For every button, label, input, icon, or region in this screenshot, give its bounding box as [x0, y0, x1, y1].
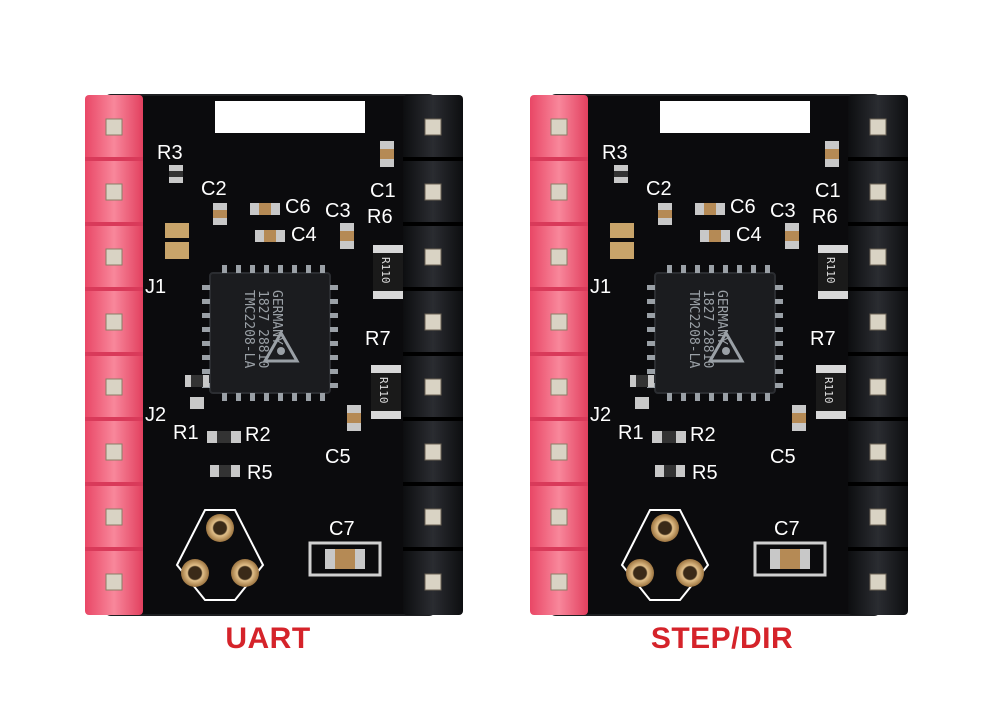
silk-r6: R6 [812, 206, 838, 228]
resistor-code-r7: R110 [822, 377, 835, 404]
board-uart: BOTTOM R3 C2 C6 C3 C1 R6 C4 J1 R7 J2 R1 … [83, 93, 465, 617]
chip-line-2: 1827 28810 [700, 290, 715, 368]
silk-c2: C2 [201, 178, 227, 200]
silk-c3: C3 [325, 200, 351, 222]
chip-line-3: GERMANY [714, 290, 729, 345]
silk-c5: C5 [770, 446, 796, 468]
silk-r3: R3 [157, 142, 183, 164]
silk-r2: R2 [245, 424, 271, 446]
silk-c4: C4 [736, 224, 762, 246]
silk-c7: C7 [329, 518, 355, 540]
silk-r7: R7 [365, 328, 391, 350]
resistor-code-r6: R110 [824, 257, 837, 284]
silk-j1: J1 [590, 276, 611, 298]
silk-r2: R2 [690, 424, 716, 446]
silk-r7: R7 [810, 328, 836, 350]
silk-c4: C4 [291, 224, 317, 246]
chip-line-2: 1827 28810 [255, 290, 270, 368]
silk-c5: C5 [325, 446, 351, 468]
silk-r5: R5 [692, 462, 718, 484]
silk-c6: C6 [730, 196, 756, 218]
silk-r6: R6 [367, 206, 393, 228]
silk-bottom-label: BOTTOM [683, 106, 787, 133]
chip-line-1: TMC2208-LA [686, 290, 701, 368]
silk-j2: J2 [590, 404, 611, 426]
chip-line-3: GERMANY [269, 290, 284, 345]
silk-c6: C6 [285, 196, 311, 218]
silk-c3: C3 [770, 200, 796, 222]
silk-c1: C1 [815, 180, 841, 202]
resistor-code-r6: R110 [379, 257, 392, 284]
silk-c7: C7 [774, 518, 800, 540]
silk-j1: J1 [145, 276, 166, 298]
silk-c2: C2 [646, 178, 672, 200]
silk-r1: R1 [173, 422, 199, 444]
caption-uart: UART [225, 622, 311, 655]
silk-r3: R3 [602, 142, 628, 164]
silk-r5: R5 [247, 462, 273, 484]
silk-r1: R1 [618, 422, 644, 444]
resistor-code-r7: R110 [377, 377, 390, 404]
silk-bottom-label: BOTTOM [238, 106, 342, 133]
chip-line-1: TMC2208-LA [241, 290, 256, 368]
caption-step-dir: STEP/DIR [650, 622, 794, 655]
board-step-dir: BOTTOM R3 C2 C6 C3 C1 R6 C4 J1 R7 J2 R1 … [528, 93, 910, 617]
silk-j2: J2 [145, 404, 166, 426]
silk-c1: C1 [370, 180, 396, 202]
